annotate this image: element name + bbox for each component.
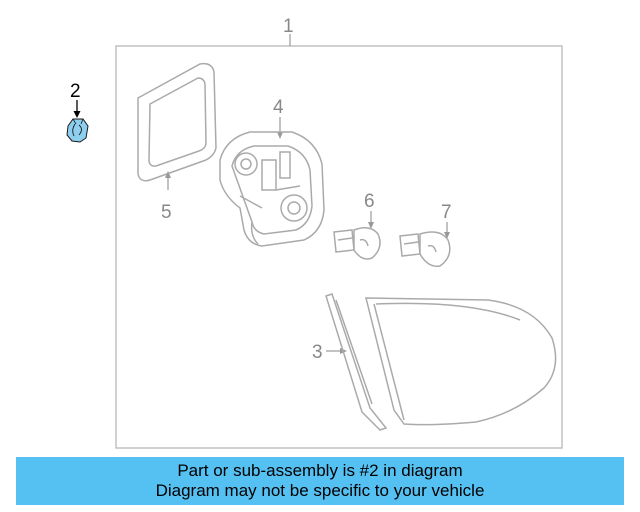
leader-arrowhead-6 [368,222,374,229]
callout-1[interactable]: 1 [283,16,294,37]
callout-7[interactable]: 7 [441,202,452,223]
callout-6[interactable]: 6 [364,191,375,212]
callout-3[interactable]: 3 [312,342,323,363]
leader-arrowhead-2 [73,111,81,118]
parts-diagram: 1 2 5 4 6 7 [66,16,563,449]
part-4-socket-housing [219,131,325,247]
leader-arrowhead-5 [165,171,171,178]
part-6-bulb [333,227,381,260]
leader-arrowhead-7 [444,232,450,239]
callout-2[interactable]: 2 [70,81,81,102]
callout-4[interactable]: 4 [273,97,284,118]
assembly-outline-box [115,45,563,449]
part-5-gasket [137,62,217,182]
banner-line-disclaimer: Diagram may not be specific to your vehi… [155,481,485,500]
part-7-bulb [399,231,451,267]
part-3-lens [325,293,557,431]
highlighted-part-2-nut[interactable] [66,118,89,143]
banner-line-part-number: Part or sub-assembly is #2 in diagram [177,461,463,480]
callout-5[interactable]: 5 [161,202,172,223]
leader-arrowhead-4 [277,132,283,139]
info-banner: Part or sub-assembly is #2 in diagram Di… [16,457,624,505]
